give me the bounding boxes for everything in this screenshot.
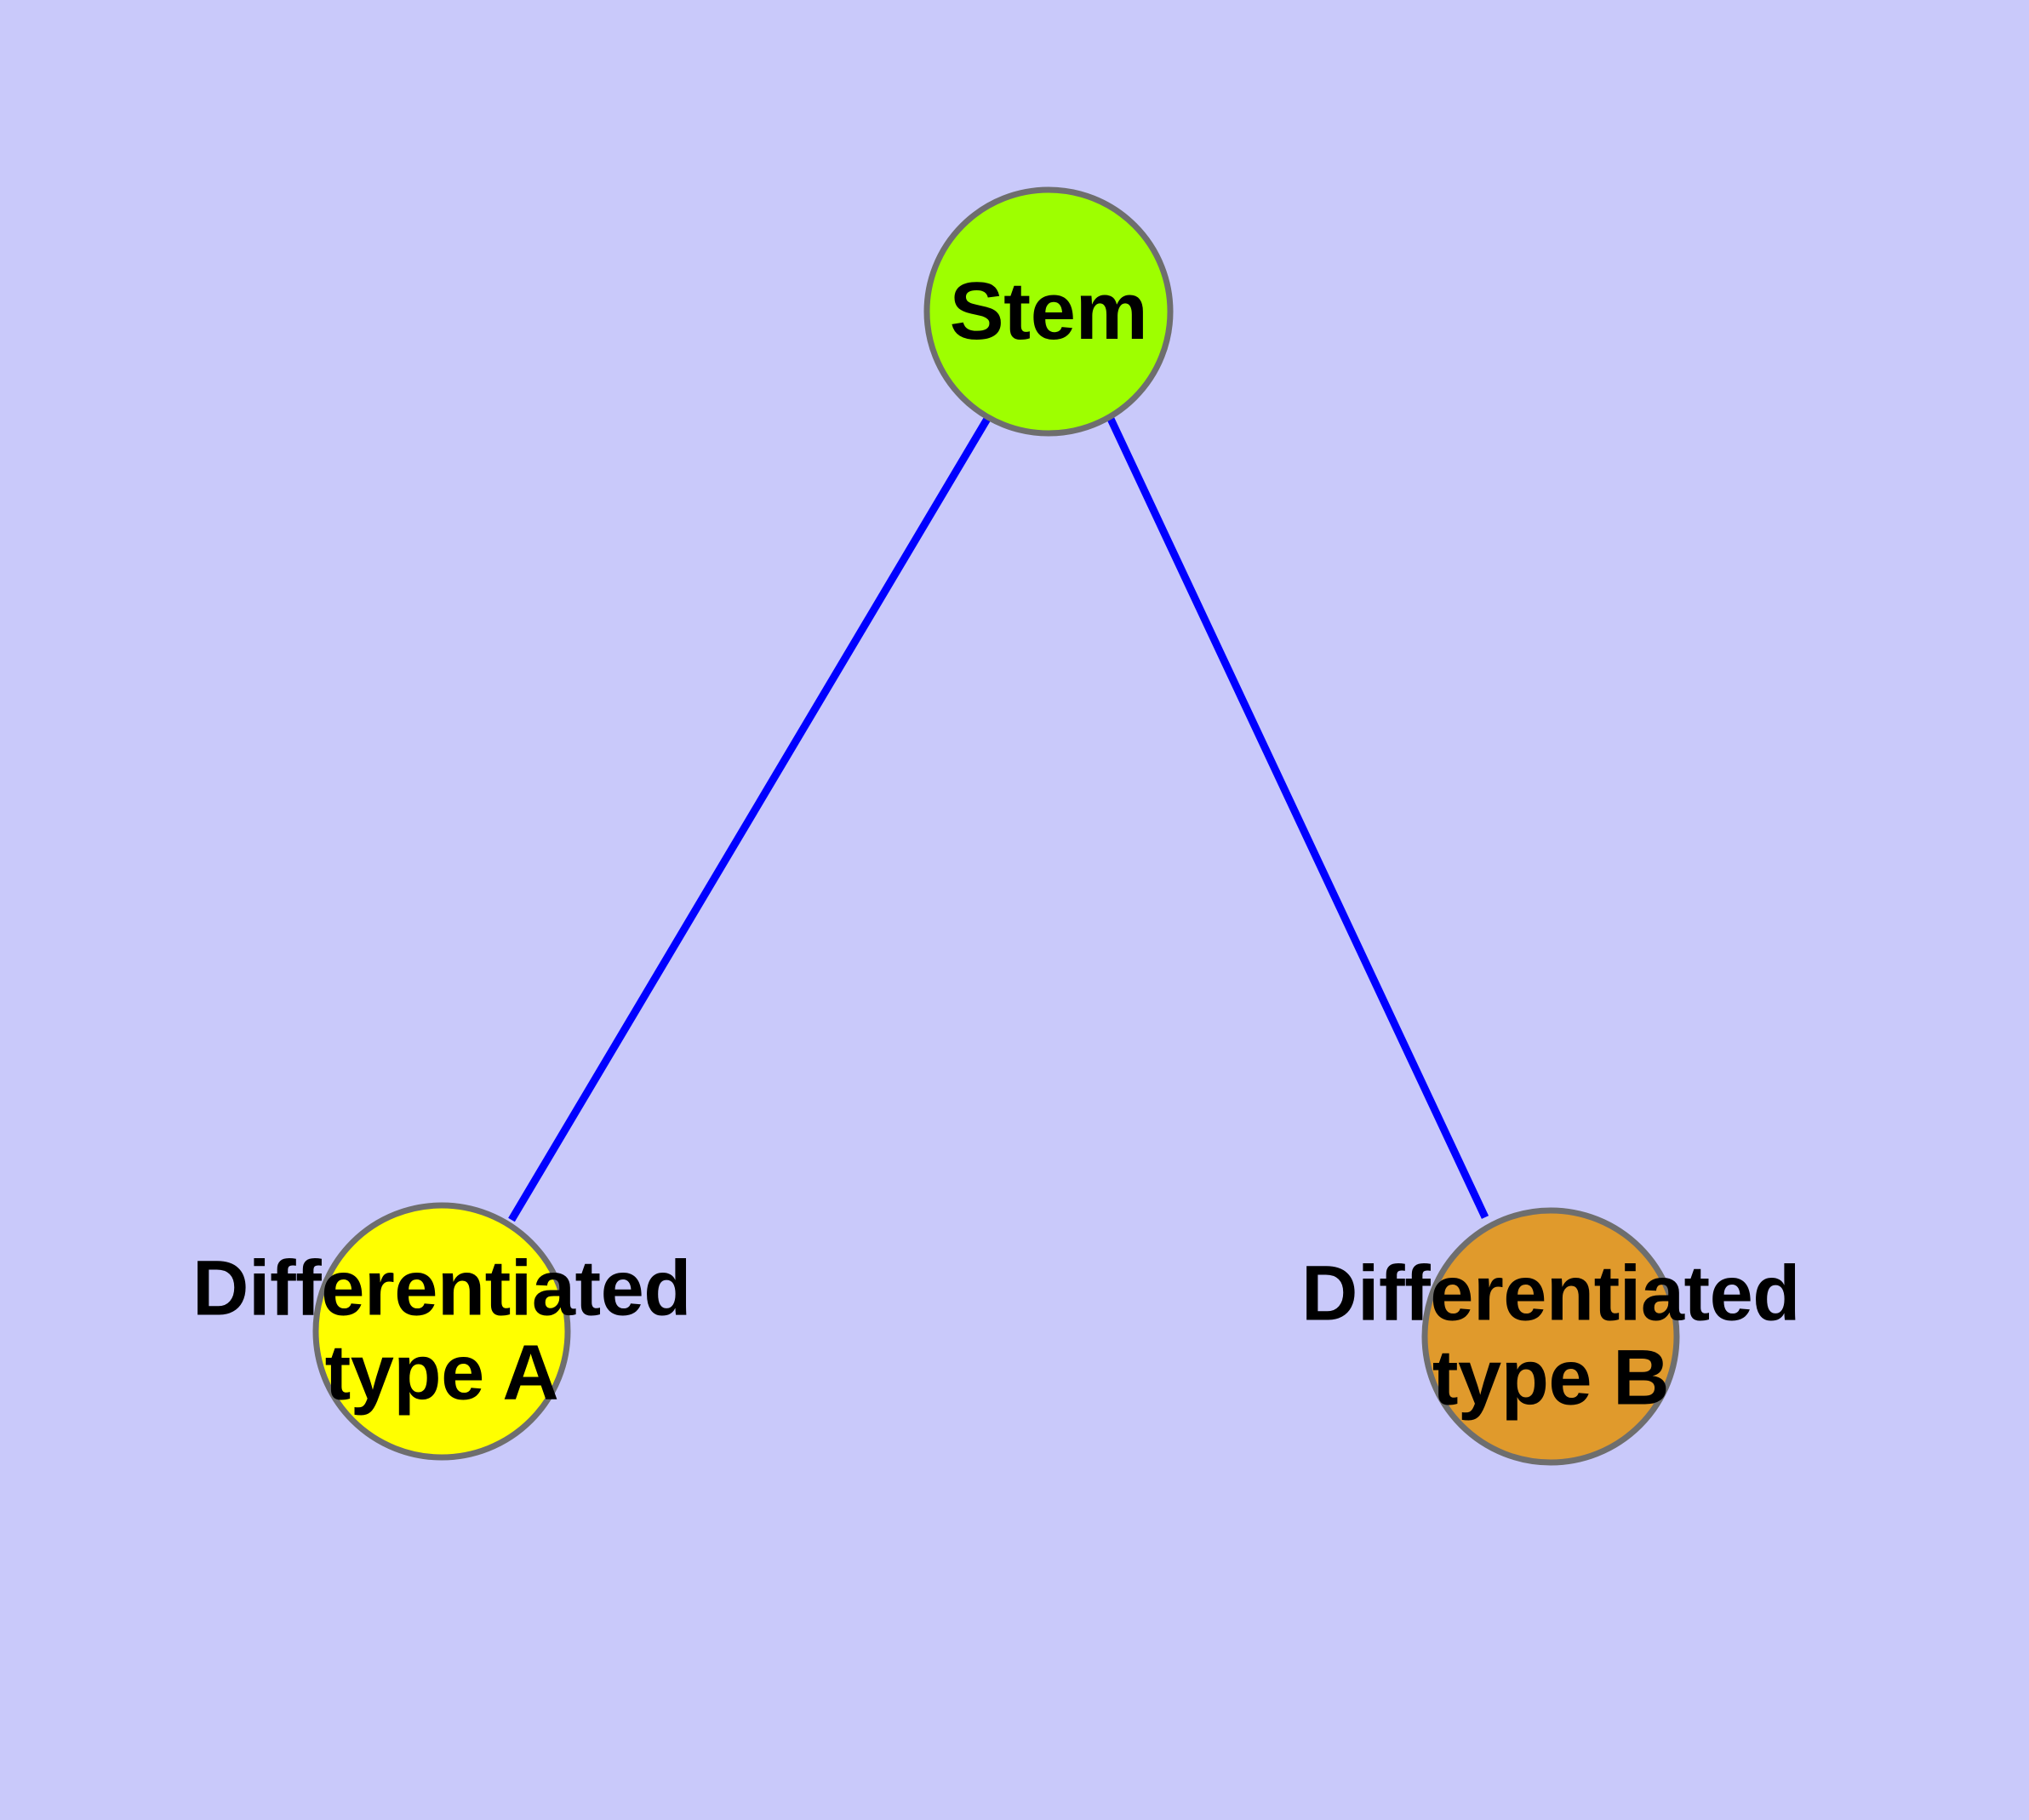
edge-stem-to-diff-b[interactable] <box>1106 417 1489 1219</box>
node-layer <box>312 186 1680 1466</box>
edge-layer <box>508 416 1489 1222</box>
edge-stem-to-diff-a[interactable] <box>508 416 991 1222</box>
node-diff-a[interactable] <box>312 1202 571 1461</box>
node-stem[interactable] <box>923 186 1174 437</box>
node-diff-b[interactable] <box>1421 1207 1680 1466</box>
